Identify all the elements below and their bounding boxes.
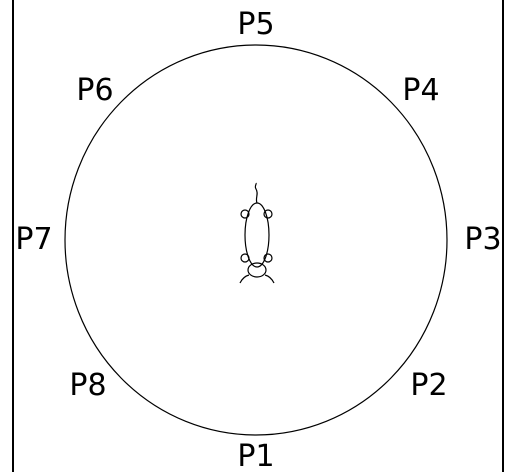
position-label-p8: P8 bbox=[69, 368, 106, 403]
position-label-p6: P6 bbox=[76, 73, 113, 108]
arena-circle bbox=[65, 45, 447, 435]
position-label-p7: P7 bbox=[15, 222, 52, 257]
position-label-p1: P1 bbox=[237, 439, 274, 472]
position-label-p4: P4 bbox=[402, 73, 439, 108]
position-label-p2: P2 bbox=[410, 368, 447, 403]
position-label-p3: P3 bbox=[464, 222, 501, 257]
position-label-p5: P5 bbox=[237, 7, 274, 42]
animal-top-view-icon bbox=[240, 183, 274, 283]
